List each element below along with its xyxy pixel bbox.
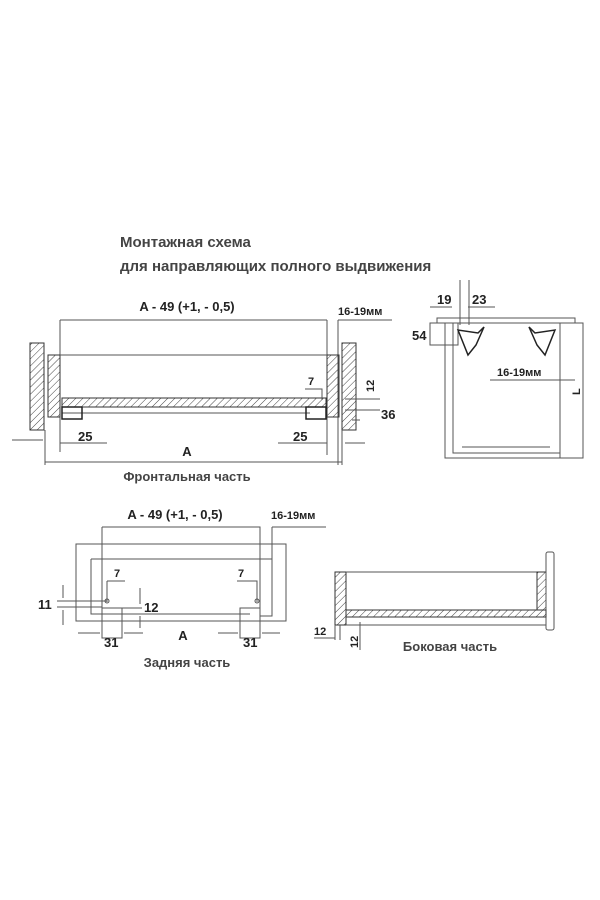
cabinet-wall-right [341, 342, 357, 431]
runner-bracket-right [528, 326, 557, 357]
top-dim-54: 54 [412, 328, 427, 343]
drawer-front-panel [545, 551, 555, 631]
drawer-bottom [61, 397, 327, 408]
runner-bracket-left [456, 326, 485, 357]
drawer-back-panel [334, 571, 347, 626]
front-dim-7: 7 [308, 376, 314, 388]
drawer-front-inner [536, 571, 547, 611]
back-thickness-label: 16-19мм [271, 510, 315, 522]
top-thickness-label: 16-19мм [497, 367, 541, 379]
front-width-label: A - 49 (+1, - 0,5) [139, 299, 234, 314]
top-dim-l: L [571, 388, 583, 395]
back-dim-12: 12 [144, 600, 158, 615]
top-dim-23: 23 [472, 292, 486, 307]
front-view: A - 49 (+1, - 0,5) 16-19мм 7 12 36 25 25… [12, 299, 395, 484]
back-dim-a: A [178, 628, 188, 643]
side-drawer-bottom [345, 609, 547, 618]
side-caption: Боковая часть [403, 639, 497, 654]
side-dim-12-horizontal: 12 [314, 626, 326, 638]
top-dim-19: 19 [437, 292, 451, 307]
back-dim-7-right: 7 [238, 568, 244, 580]
title-line-2: для направляющих полного выдвижения [120, 258, 431, 275]
runner-left [61, 406, 83, 420]
runner-right [305, 406, 327, 420]
side-view: 12 12 Боковая часть [314, 551, 555, 654]
top-view: 19 23 54 16-19мм L [412, 280, 584, 459]
front-caption: Фронтальная часть [123, 469, 250, 484]
front-dim-25-right: 25 [293, 429, 307, 444]
drawer-side-right [326, 354, 340, 418]
back-width-label: A - 49 (+1, - 0,5) [127, 507, 222, 522]
back-dim-31-right: 31 [243, 635, 257, 650]
front-thickness-label: 16-19мм [338, 306, 382, 318]
cabinet-wall-left [29, 342, 45, 431]
back-dim-31-left: 31 [104, 635, 118, 650]
front-dim-a: A [182, 444, 192, 459]
drawer-side-left [47, 354, 61, 418]
front-dim-25-left: 25 [78, 429, 92, 444]
back-dim-7-left: 7 [114, 568, 120, 580]
title-line-1: Монтажная схема [120, 234, 252, 251]
back-view: A - 49 (+1, - 0,5) 16-19мм 7 7 11 12 31 … [38, 507, 326, 670]
front-dim-36: 36 [381, 407, 395, 422]
side-dim-12-vertical: 12 [349, 636, 361, 648]
back-caption: Задняя часть [144, 655, 231, 670]
front-dim-12: 12 [365, 380, 377, 392]
back-dim-11: 11 [38, 597, 52, 612]
